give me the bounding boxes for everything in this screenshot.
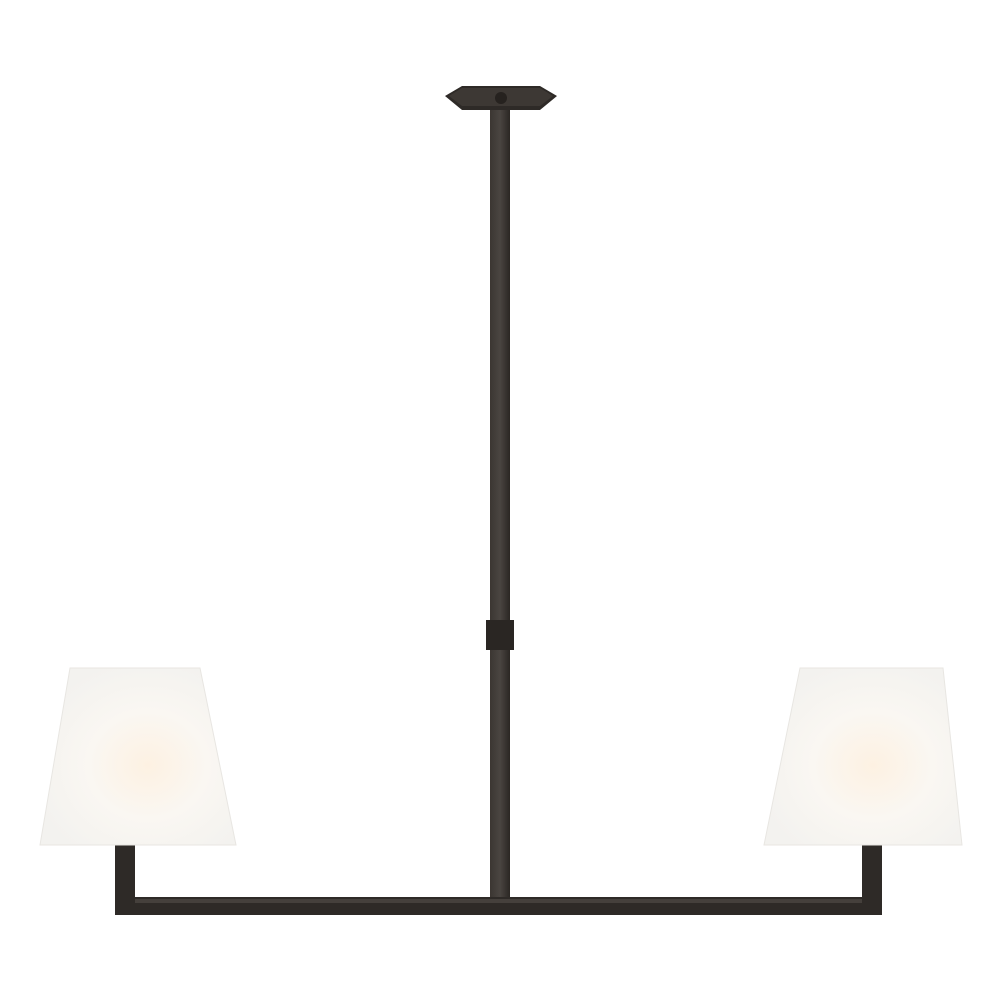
left-arm	[115, 840, 135, 915]
right-arm	[862, 840, 882, 915]
ceiling-canopy	[445, 86, 557, 110]
stem-rod	[490, 110, 510, 900]
left-lamp-shade	[39, 667, 237, 846]
right-lamp-shade	[763, 667, 963, 846]
stem-coupler	[486, 620, 514, 650]
